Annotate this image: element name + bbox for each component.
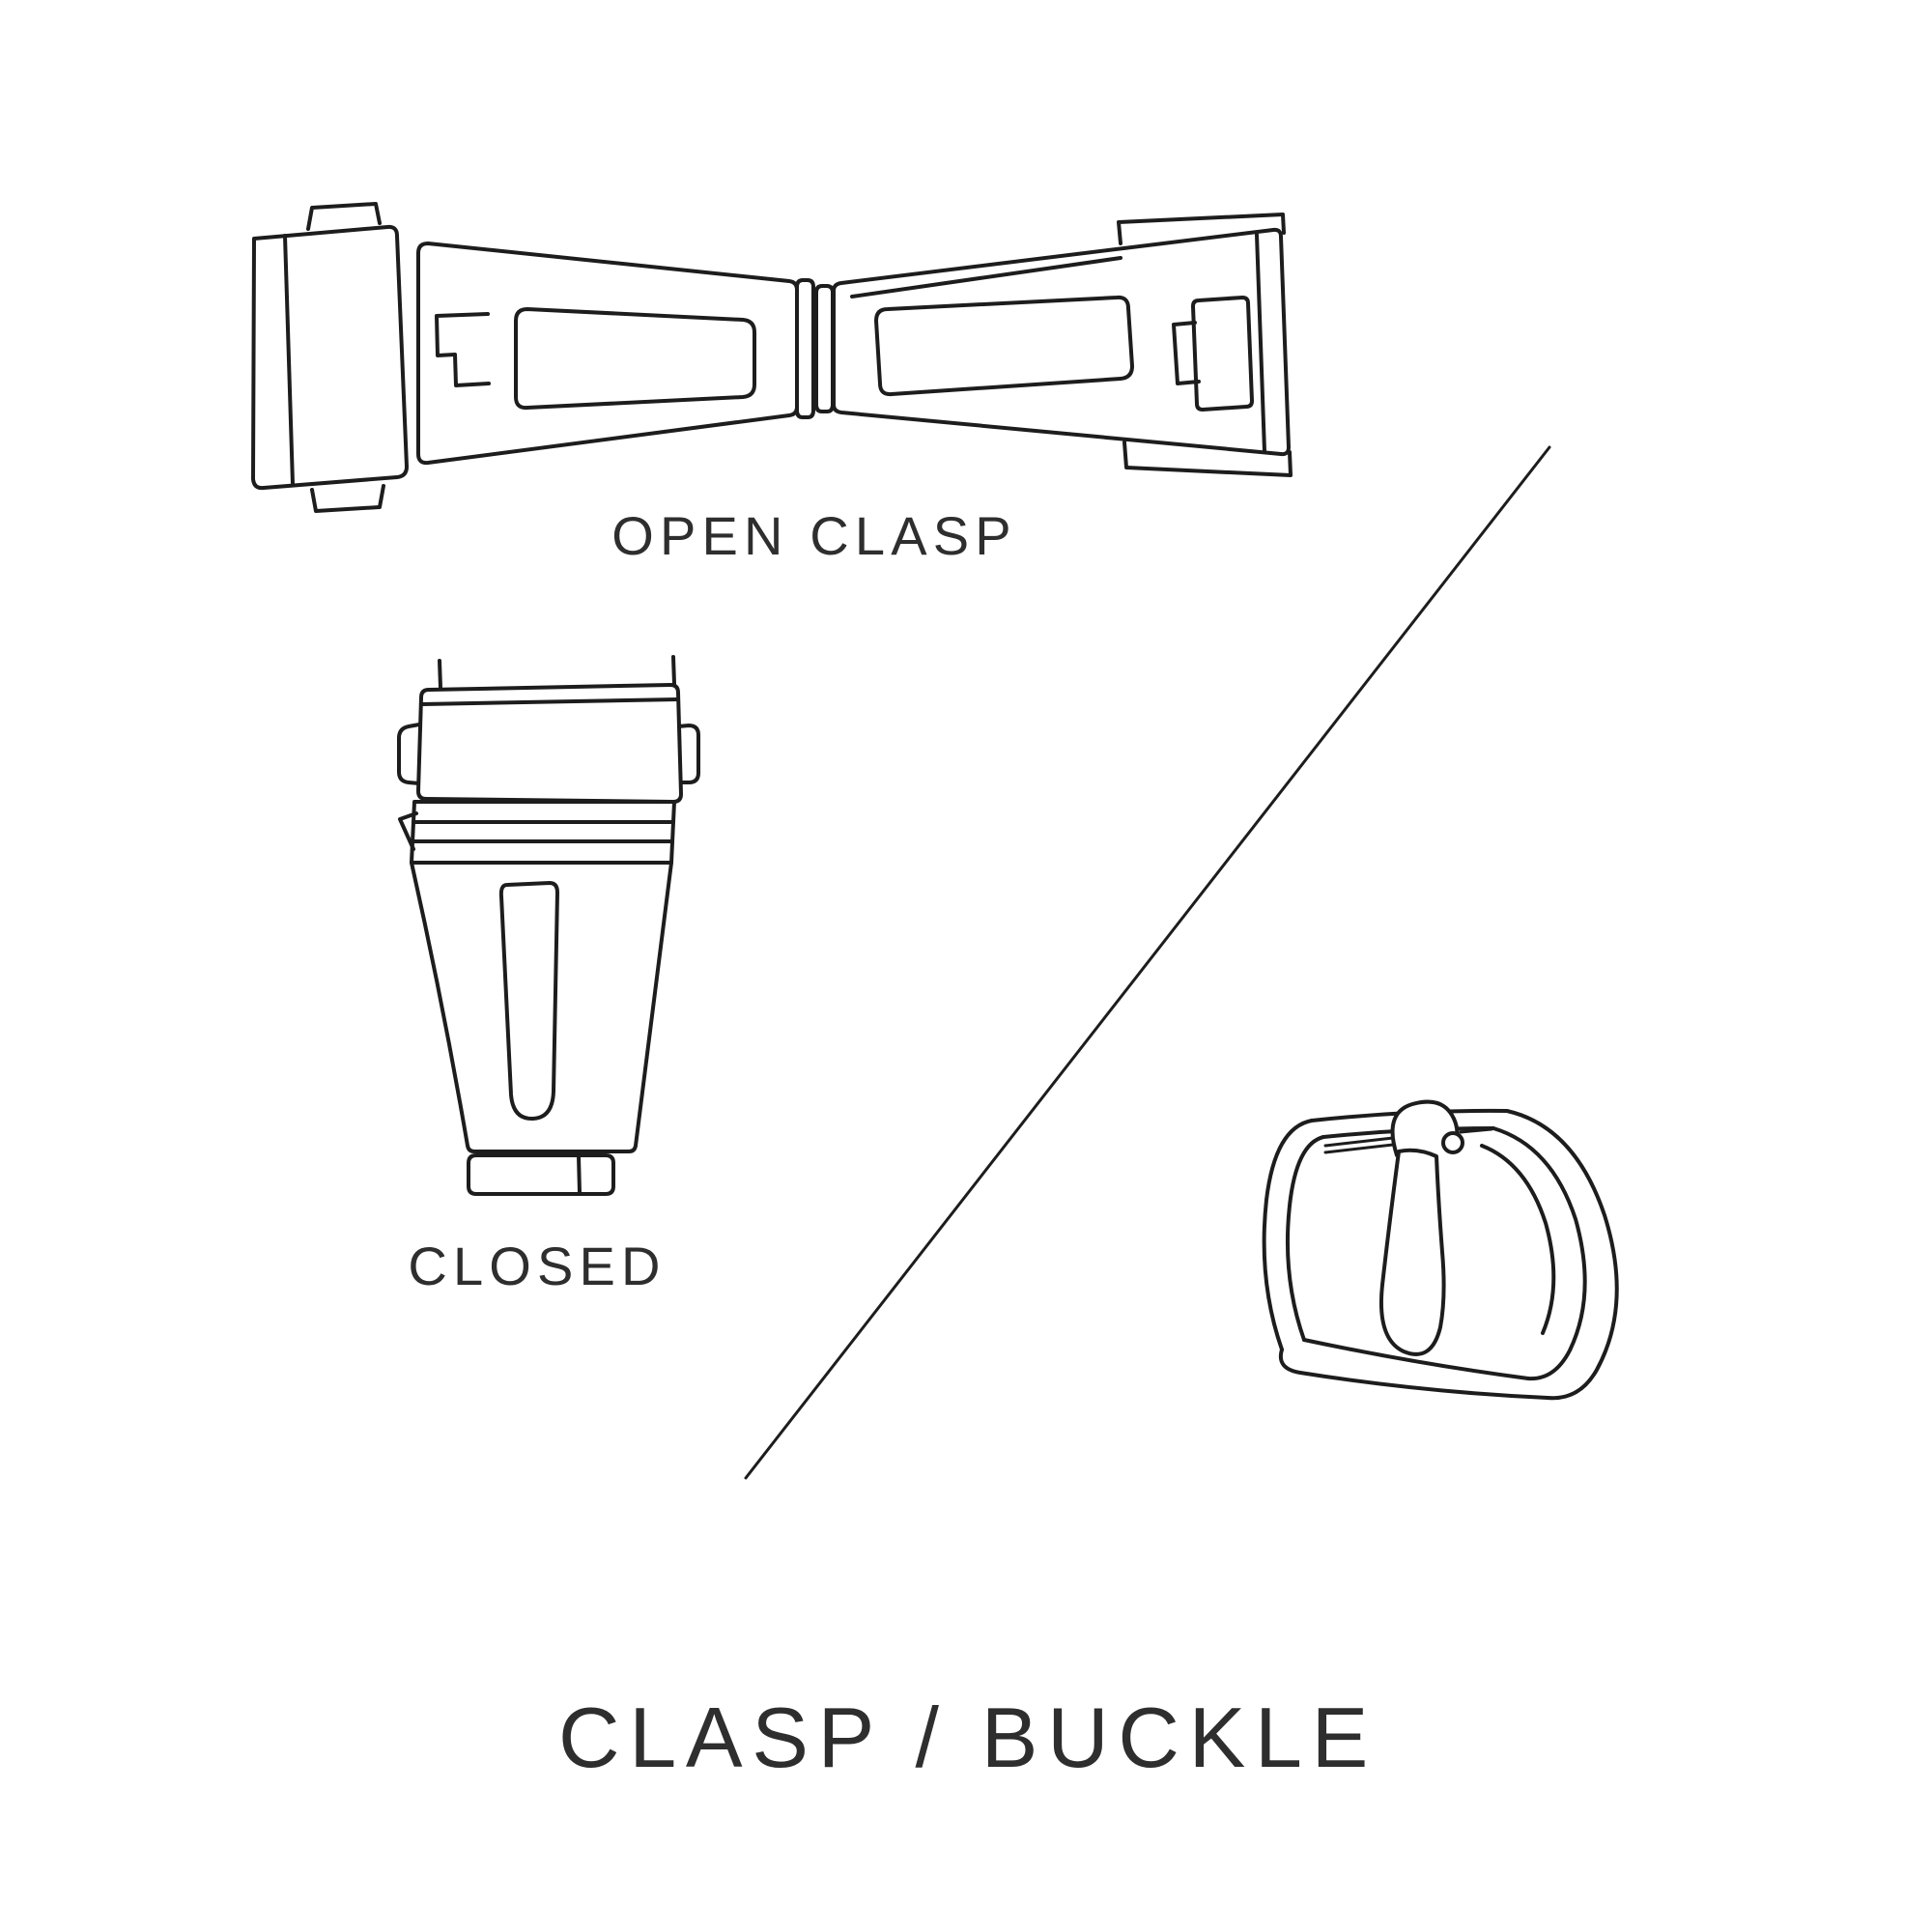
open-clasp-right-arm <box>832 227 1291 457</box>
open-clasp-catch-plate <box>1191 296 1254 412</box>
open-clasp-left-arm <box>416 242 799 466</box>
open-clasp-right-arm-panel <box>874 295 1134 397</box>
buckle-right-band-opening-edge <box>1480 1144 1556 1335</box>
buckle-axle-left-top <box>1323 1136 1395 1148</box>
open-clasp-right-arm-edge-line <box>850 256 1122 298</box>
buckle-tongue-curl <box>1441 1131 1464 1154</box>
closed-clasp-endpiece <box>467 1153 615 1196</box>
closed-clasp-slot <box>498 881 559 1122</box>
closed-clasp-pusher-right <box>676 724 700 784</box>
open-clasp-hinge-right <box>814 284 835 413</box>
buckle-left-bar-outer <box>1262 1119 1314 1351</box>
open-clasp-left-endpiece <box>251 224 409 491</box>
open-clasp-illustration <box>251 202 1293 513</box>
open-clasp-springbar-tab-top <box>306 202 382 231</box>
closed-clasp-pusher-left <box>397 723 421 785</box>
closed-clasp-body <box>410 861 673 1153</box>
buckle-tongue <box>1378 1148 1446 1356</box>
closed-clasp-cover-edge-line <box>420 697 680 706</box>
buckle-right-band-outer <box>1505 1109 1619 1401</box>
buckle-right-band-inner <box>1492 1126 1587 1381</box>
pin-buckle-illustration <box>1262 1099 1619 1401</box>
open-clasp-right-end-fold-line <box>1255 233 1266 453</box>
open-clasp-left-arm-panel <box>514 307 756 411</box>
open-clasp-springbar-tab-bottom <box>310 484 385 513</box>
closed-clasp-illustration <box>397 655 700 1196</box>
open-clasp-label: OPEN CLASP <box>611 505 1017 566</box>
open-clasp-hinge-left <box>795 278 815 419</box>
figure-title: CLASP / BUCKLE <box>558 1690 1378 1785</box>
closed-clasp-side-notch <box>398 811 418 851</box>
closed-clasp-label: CLOSED <box>408 1236 667 1296</box>
buckle-axle-right <box>1459 1127 1493 1134</box>
buckle-left-bar-inner <box>1285 1135 1325 1342</box>
closed-clasp-fold-band <box>410 800 676 865</box>
open-clasp-right-arm-step-top <box>1117 213 1286 245</box>
closed-clasp-prong-right <box>671 655 676 686</box>
open-clasp-left-arm-hook-cutout <box>435 312 491 387</box>
open-clasp-right-arm-step-bottom <box>1122 440 1293 477</box>
open-clasp-left-endpiece-fold-line <box>283 234 295 486</box>
closed-clasp-endpiece-line <box>577 1154 582 1195</box>
buckle-bottom-bar-inner <box>1302 1338 1530 1380</box>
open-clasp-catch-hook <box>1172 321 1201 385</box>
divider-line <box>744 445 1551 1480</box>
buckle-axle-left-bottom <box>1323 1143 1395 1154</box>
buckle-bottom-bar-outer <box>1278 1348 1549 1400</box>
